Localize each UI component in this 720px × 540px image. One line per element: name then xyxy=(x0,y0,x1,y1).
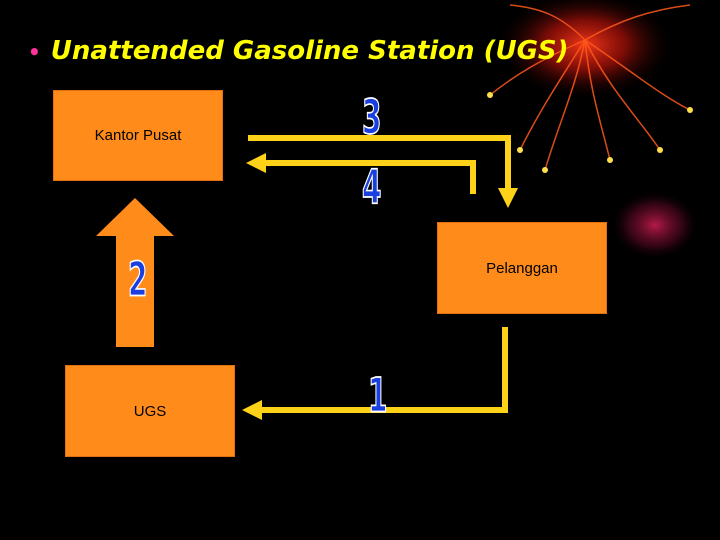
step-3-number: 3 xyxy=(361,89,382,146)
arrow-2 xyxy=(96,198,174,347)
arrow-1 xyxy=(258,327,508,413)
node-kantor-pusat: Kantor Pusat xyxy=(53,90,223,181)
step-2-number: 2 xyxy=(127,251,148,308)
arrow-3 xyxy=(248,135,511,198)
arrow-3-head xyxy=(498,188,518,208)
step-1-number: 1 xyxy=(367,367,388,424)
arrow-1-head xyxy=(242,400,262,420)
node-ugs-label: UGS xyxy=(133,402,167,420)
node-pelanggan-label: Pelanggan xyxy=(486,259,558,277)
arrow-4 xyxy=(262,160,476,194)
title-bullet: • xyxy=(28,40,41,64)
slide-title: • Unattended Gasoline Station (UGS) xyxy=(28,36,569,66)
title-text: Unattended Gasoline Station (UGS) xyxy=(50,36,569,66)
arrow-4-head xyxy=(246,153,266,173)
step-4-number: 4 xyxy=(361,159,382,216)
node-ugs: UGS xyxy=(65,365,235,457)
node-kantor-pusat-label: Kantor Pusat xyxy=(94,127,182,144)
node-pelanggan: Pelanggan xyxy=(437,222,607,314)
